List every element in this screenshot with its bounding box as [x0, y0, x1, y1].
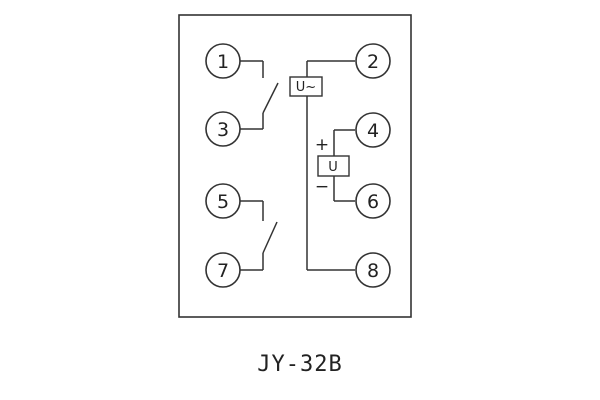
terminal-8: 8 — [355, 252, 391, 288]
terminal-1: 1 — [205, 43, 241, 79]
terminal-4: 4 — [355, 112, 391, 148]
ac-coil-label: U~ — [296, 80, 316, 95]
terminal-2: 2 — [355, 43, 391, 79]
terminal-3: 3 — [205, 111, 241, 147]
svg-text:7: 7 — [217, 260, 229, 282]
dc-coil-box — [317, 155, 350, 177]
dc-coil-label: U — [328, 160, 338, 175]
svg-text:2: 2 — [367, 51, 379, 73]
terminal-5: 5 — [205, 183, 241, 219]
minus-sign: − — [315, 177, 329, 197]
ac-coil-box — [289, 76, 323, 97]
svg-text:1: 1 — [217, 51, 229, 73]
contact-1-3 — [240, 60, 279, 130]
svg-text:6: 6 — [367, 191, 379, 213]
ac-coil-wiring — [306, 60, 355, 271]
plus-sign: + — [315, 135, 329, 155]
relay-enclosure — [178, 14, 412, 318]
contact-5-7 — [240, 200, 278, 271]
terminal-7: 7 — [205, 252, 241, 288]
dc-coil-wiring — [333, 129, 355, 202]
svg-text:8: 8 — [367, 260, 379, 282]
model-caption: JY-32B — [257, 352, 343, 377]
svg-text:4: 4 — [367, 120, 379, 142]
terminal-6: 6 — [355, 183, 391, 219]
svg-text:3: 3 — [217, 119, 229, 141]
wiring-diagram: U~ U + − 1 3 5 7 2 4 6 8 — [178, 14, 412, 318]
svg-text:5: 5 — [217, 191, 229, 213]
